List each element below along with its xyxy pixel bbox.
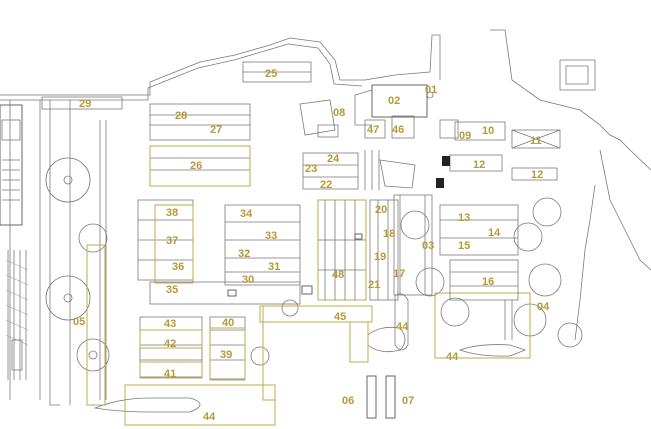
- label-40: 40: [222, 317, 234, 329]
- label-04: 04: [537, 301, 550, 313]
- label-29: 29: [79, 98, 91, 110]
- label-45: 45: [334, 311, 346, 323]
- label-32: 32: [238, 248, 250, 260]
- label-43: 43: [164, 318, 176, 330]
- label-38: 38: [166, 207, 178, 219]
- label-28: 28: [175, 110, 187, 122]
- label-09: 09: [459, 130, 471, 142]
- site-boundary: [0, 29, 651, 400]
- label-18: 18: [383, 228, 395, 240]
- label-47: 47: [367, 124, 379, 136]
- label-14: 14: [488, 227, 501, 239]
- label-42: 42: [164, 338, 176, 350]
- label-21: 21: [368, 279, 380, 291]
- label-07: 07: [402, 395, 414, 407]
- label-44c: 44: [446, 351, 459, 363]
- label-12a: 12: [473, 159, 485, 171]
- label-37: 37: [166, 235, 178, 247]
- label-27: 27: [210, 124, 222, 136]
- label-25: 25: [265, 68, 277, 80]
- label-23: 23: [305, 163, 317, 175]
- top-buildings: [41, 61, 561, 189]
- label-20: 20: [375, 204, 387, 216]
- label-16: 16: [482, 276, 494, 288]
- label-48: 48: [332, 269, 344, 281]
- label-46: 46: [392, 124, 404, 136]
- label-31: 31: [268, 261, 280, 273]
- centre-blocks: [137, 150, 433, 305]
- label-35: 35: [166, 284, 178, 296]
- label-02: 02: [388, 95, 400, 107]
- label-39: 39: [220, 349, 232, 361]
- label-41: 41: [164, 368, 176, 380]
- lower-blocks: [139, 316, 246, 381]
- label-33: 33: [265, 230, 277, 242]
- label-19: 19: [374, 251, 386, 263]
- label-06: 06: [342, 395, 354, 407]
- label-44b: 44: [396, 321, 409, 333]
- label-44a: 44: [203, 411, 216, 423]
- label-26: 26: [190, 160, 202, 172]
- label-03: 03: [422, 240, 434, 252]
- area-labels: 01 02 03 04 05 06 07 08 09 10 11 12 12 1…: [73, 68, 550, 423]
- label-15: 15: [458, 240, 470, 252]
- label-08: 08: [333, 107, 345, 119]
- right-blocks: [439, 204, 519, 340]
- label-24: 24: [327, 153, 340, 165]
- label-17: 17: [393, 268, 405, 280]
- label-05: 05: [73, 316, 85, 328]
- docks-and-ships: [86, 244, 531, 426]
- label-30: 30: [242, 274, 254, 286]
- label-36: 36: [172, 261, 184, 273]
- label-34: 34: [240, 208, 253, 220]
- left-dock-area: [0, 100, 107, 406]
- label-11: 11: [530, 135, 542, 147]
- label-01: 01: [425, 84, 437, 96]
- label-13: 13: [458, 212, 470, 224]
- label-10: 10: [482, 125, 494, 137]
- label-22: 22: [320, 179, 332, 191]
- label-12b: 12: [531, 169, 543, 181]
